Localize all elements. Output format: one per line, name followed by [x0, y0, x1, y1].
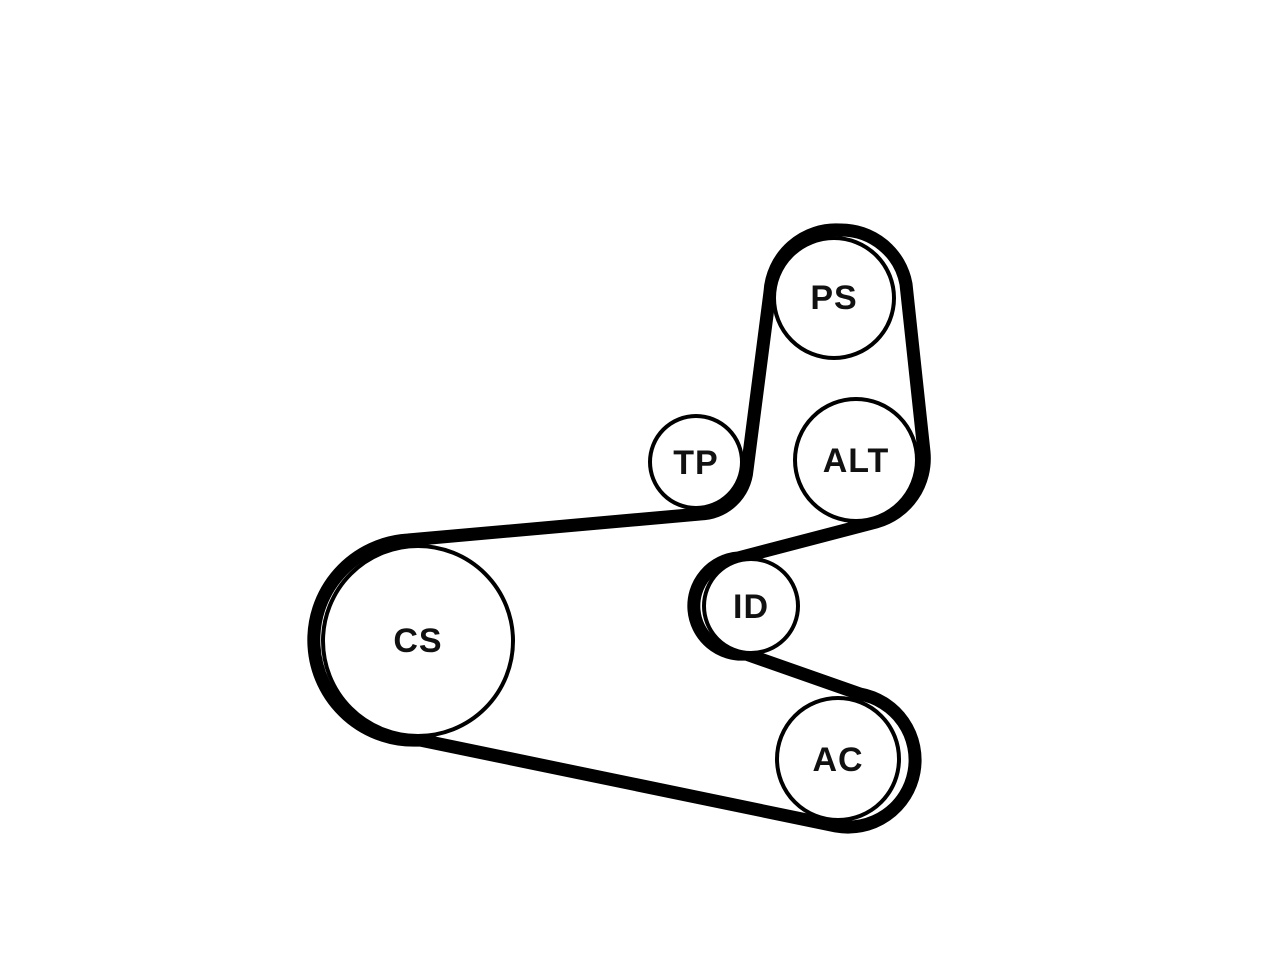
- pulley-ps-label: PS: [810, 279, 857, 317]
- pulley-ps: PS: [772, 236, 896, 360]
- pulley-tp-label: TP: [673, 444, 718, 482]
- pulley-ac: AC: [775, 696, 901, 822]
- pulley-cs-circle: [321, 544, 515, 738]
- pulley-ac-label: AC: [812, 741, 863, 779]
- pulley-id-circle: [702, 557, 800, 655]
- pulley-alt-label: ALT: [823, 442, 890, 480]
- pulley-alt-circle: [793, 397, 919, 523]
- drive-belt: [307, 223, 931, 834]
- pulley-id-label: ID: [733, 588, 769, 626]
- pulley-id: ID: [702, 557, 800, 655]
- pulley-ac-circle: [775, 696, 901, 822]
- pulley-cs: CS: [321, 544, 515, 738]
- pulley-cs-label: CS: [393, 622, 442, 660]
- pulley-tp: TP: [648, 414, 744, 510]
- pulley-ps-circle: [772, 236, 896, 360]
- pulley-tp-circle: [648, 414, 744, 510]
- pulley-alt: ALT: [793, 397, 919, 523]
